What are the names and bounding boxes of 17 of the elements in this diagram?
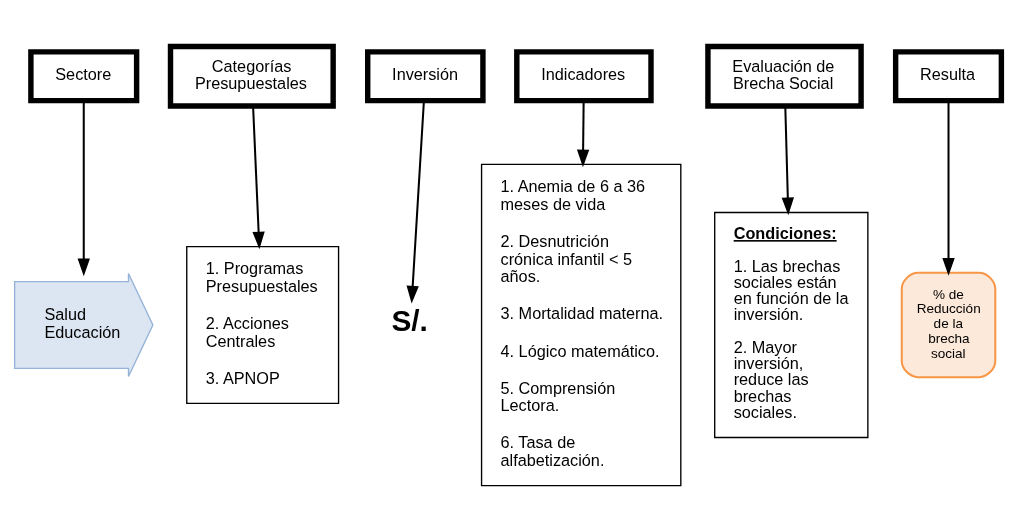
arrow	[576, 100, 589, 167]
node-box: Categorías Presupuestales	[167, 43, 336, 109]
node-box: % de Reducción de la brecha social	[900, 271, 996, 378]
node-box: Condiciones: 1. Las brechas sociales están en función de la inversión. 2. Mayor inversión, reduce las brechas sociales.	[713, 211, 869, 438]
node-box: Inversión	[364, 48, 486, 103]
node-box: Resulta	[892, 48, 1004, 103]
node-box: Evaluación de Brecha Social	[704, 43, 864, 109]
node-box: Sectore	[27, 48, 139, 103]
node-box: Indicadores	[513, 48, 654, 103]
arrow	[941, 100, 955, 276]
node-box: 1. Programas Presupuestales 2. Acciones Centrales 3. APNOP	[185, 245, 339, 404]
arrow	[251, 105, 265, 249]
node-box: 1. Anemia de 6 a 36 meses de vida 2. Desnutrición crónica infantil < 5 años. 3. Mortalidad materna. 4. Lógico matemático. 5. Comprensión Lectora. 6. Tasa de alfabetización.	[480, 163, 681, 486]
arrow	[781, 105, 794, 215]
arrow	[406, 100, 425, 303]
node-text: S/.	[390, 303, 428, 337]
arrow	[77, 100, 90, 276]
